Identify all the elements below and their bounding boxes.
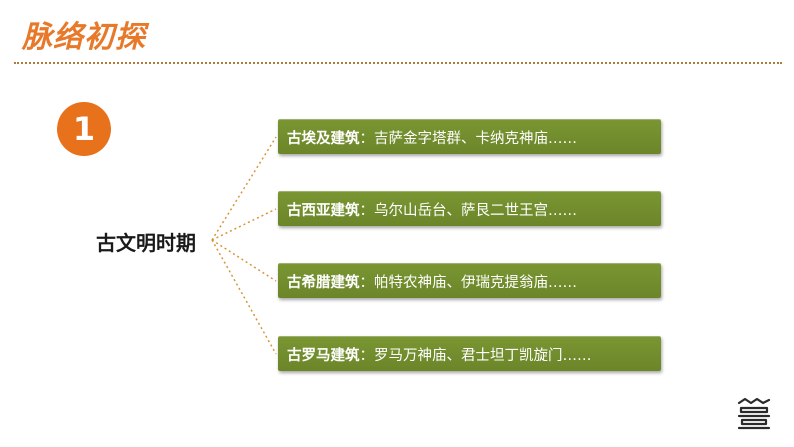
era-label: 古文明时期 <box>96 231 196 255</box>
item-desc: ：帕特农神庙、伊瑞克提翁庙…… <box>359 274 578 291</box>
item-desc: ：罗马万神庙、君士坦丁凯旋门…… <box>359 347 592 364</box>
item-key: 古希腊建筑 <box>287 274 360 291</box>
list-item-rome: 古罗马建筑：罗马万神庙、君士坦丁凯旋门…… <box>278 336 661 371</box>
connector-line-1 <box>211 136 277 241</box>
item-desc: ：乌尔山岳台、萨艮二世王宫…… <box>359 202 578 219</box>
item-key: 古西亚建筑 <box>287 202 360 219</box>
title-divider <box>14 62 782 64</box>
connector-line-2 <box>211 208 277 241</box>
connector-line-3 <box>211 239 277 282</box>
item-desc: ：吉萨金字塔群、卡纳克神庙…… <box>359 130 578 147</box>
section-number-badge: 1 <box>57 102 111 156</box>
list-item-west-asia: 古西亚建筑：乌尔山岳台、萨艮二世王宫…… <box>278 191 661 226</box>
item-key: 古罗马建筑 <box>287 347 360 364</box>
list-item-egypt: 古埃及建筑：吉萨金字塔群、卡纳克神庙…… <box>278 119 661 154</box>
book-stack-icon <box>737 397 771 430</box>
item-key: 古埃及建筑 <box>287 130 360 147</box>
connector-line-4 <box>211 239 277 355</box>
page-title: 脉络初探 <box>22 20 146 55</box>
list-item-greece: 古希腊建筑：帕特农神庙、伊瑞克提翁庙…… <box>278 263 661 298</box>
